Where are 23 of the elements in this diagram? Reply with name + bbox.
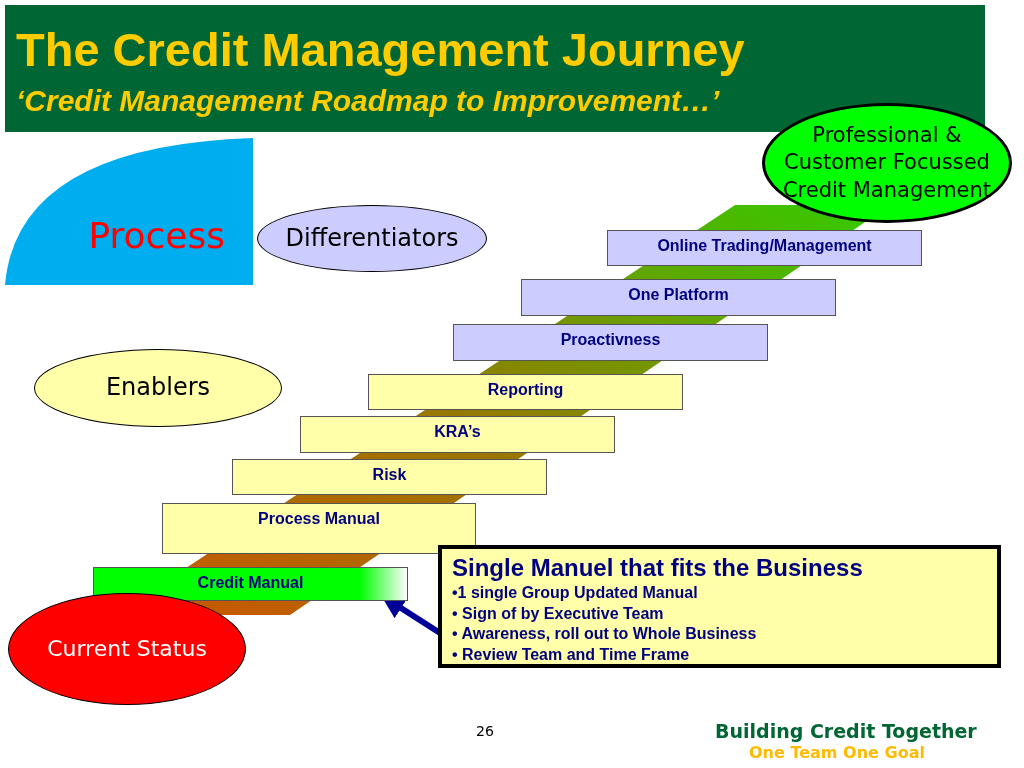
- differentiators-ellipse: Differentiators: [257, 205, 487, 272]
- callout-box: [438, 545, 1001, 668]
- step-box: One Platform: [521, 279, 836, 316]
- bullet-item: • Review Team and Time Frame: [452, 644, 690, 665]
- status-ellipse: Current Status: [8, 593, 246, 705]
- slogan-text: One Team One Goal: [749, 743, 925, 762]
- step-box: KRA’s: [300, 416, 615, 453]
- step-box: Online Trading/Management: [607, 230, 922, 266]
- bullet-item: • Sign of by Executive Team: [452, 603, 664, 624]
- step-box: Reporting: [368, 374, 683, 410]
- bullet-item: •1 single Group Updated Manual: [452, 583, 698, 603]
- callout-heading: Single Manuel that fits the Business: [452, 553, 863, 583]
- subtitle: ‘Credit Management Roadmap to Improvement…’: [16, 84, 720, 118]
- slogan-text: Building Credit Together: [715, 720, 977, 742]
- enablers-ellipse: Enablers: [34, 349, 282, 427]
- step-box: Credit Manual: [93, 567, 408, 601]
- title: The Credit Management Journey: [16, 22, 745, 78]
- heading-text: Process: [88, 215, 225, 256]
- step-box: Risk: [232, 459, 547, 495]
- step-box: Proactivness: [453, 324, 768, 361]
- step-box: Process Manual: [162, 503, 476, 554]
- bullet-item: • Awareness, roll out to Whole Business: [452, 624, 757, 644]
- page-number: 26: [476, 723, 494, 739]
